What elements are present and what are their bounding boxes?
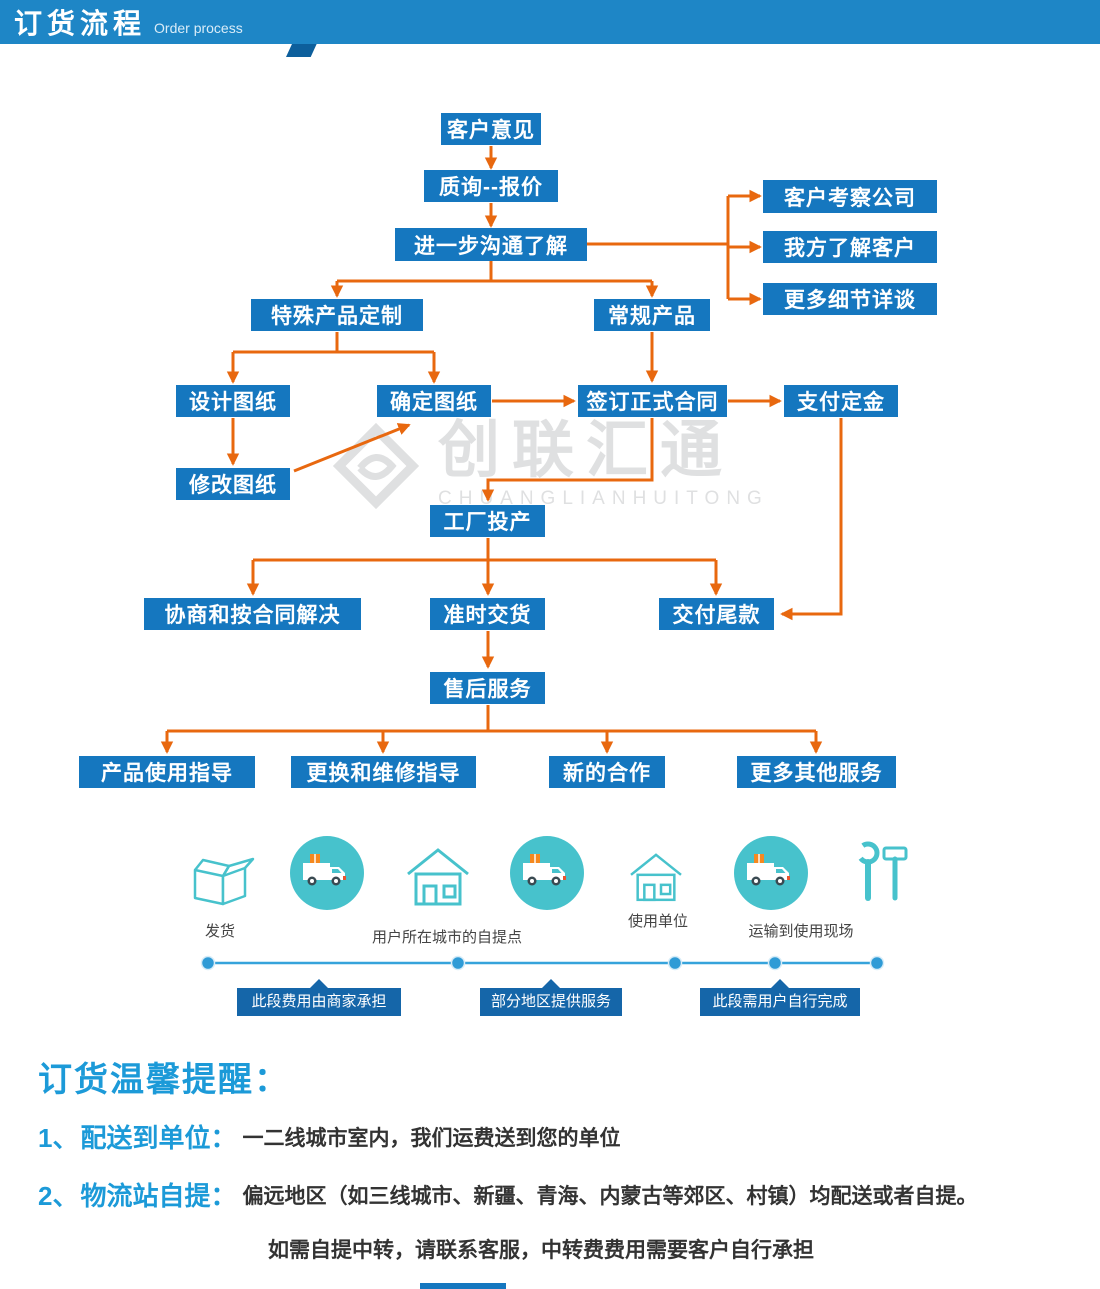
stage-partial-service: 部分地区提供服务 — [480, 979, 622, 1016]
notice-title: 订货温馨提醒： — [38, 1061, 290, 1099]
stage-merchant-pays: 此段费用由商家承担 — [237, 979, 401, 1016]
flow-node-new-cooperation: 新的合作 — [549, 756, 665, 788]
flow-node-further-communication: 进一步沟通了解 — [395, 228, 587, 261]
flow-node-pay-balance: 交付尾款 — [659, 598, 774, 630]
notice-item-label: 物流站自提： — [80, 1181, 237, 1211]
flow-node-replace-repair-guide: 更换和维修指导 — [291, 756, 476, 788]
label-transport-to-site: 运输到使用现场 — [748, 923, 854, 940]
flow-node-special-custom-product: 特殊产品定制 — [251, 299, 423, 331]
flow-node-customer-visit-company: 客户考察公司 — [763, 180, 937, 213]
brand-watermark: 创联汇通 CHUANGLIANHUITONG — [328, 418, 769, 514]
delivery-truck-icon — [510, 836, 584, 915]
notice-item-number: 1、 — [38, 1123, 79, 1153]
delivery-truck-icon — [734, 836, 808, 915]
flow-node-confirm-drawing: 确定图纸 — [377, 385, 491, 417]
page-title: 订货流程 — [14, 8, 147, 39]
notice-item-text: 一二线城市室内，我们运费送到您的单位 — [242, 1126, 621, 1150]
flow-node-pay-deposit: 支付定金 — [784, 385, 898, 417]
flow-node-on-time-delivery: 准时交货 — [430, 598, 545, 630]
house-icon — [402, 842, 474, 915]
flow-node-design-drawing: 设计图纸 — [176, 385, 290, 417]
header-title-group: 订货流程 Order process — [14, 0, 243, 44]
brand-diamond-logo-icon — [332, 422, 420, 510]
flow-node-after-sales-service: 售后服务 — [430, 672, 545, 704]
package-box-icon — [183, 840, 259, 919]
flow-node-more-other-services: 更多其他服务 — [737, 756, 896, 788]
next-section-peek — [420, 1283, 506, 1289]
notice-item-delivery: 1、 配送到单位： 一二线城市室内，我们运费送到您的单位 — [38, 1118, 620, 1155]
delivery-truck-icon — [290, 836, 364, 915]
flow-node-modify-drawing: 修改图纸 — [176, 468, 290, 500]
logistics-timeline — [200, 955, 885, 971]
notice-item-label: 配送到单位： — [80, 1123, 237, 1153]
page-header: 订货流程 Order process — [0, 0, 1100, 44]
brand-name: 创联汇通 — [438, 416, 735, 485]
flow-node-regular-product: 常规产品 — [594, 299, 710, 331]
flow-node-factory-production: 工厂投产 — [430, 505, 545, 537]
stage-user-completes: 此段需用户自行完成 — [700, 979, 860, 1016]
tools-icon — [842, 836, 914, 915]
notice-item-transfer: 如需自提中转，请联系客服，中转费费用需要客户自行承担 — [268, 1239, 814, 1262]
flow-node-negotiate-by-contract: 协商和按合同解决 — [144, 598, 361, 630]
flow-node-sign-contract: 签订正式合同 — [578, 385, 727, 417]
label-pickup-point: 用户所在城市的自提点 — [371, 929, 522, 946]
label-ship: 发货 — [204, 923, 235, 940]
flow-node-inquiry-quote: 质询--报价 — [424, 170, 558, 202]
house-icon — [626, 848, 686, 910]
notice-item-text: 偏远地区（如三线城市、新疆、青海、内蒙古等郊区、村镇）均配送或者自提。 — [242, 1184, 978, 1208]
flow-node-product-usage-guide: 产品使用指导 — [79, 756, 255, 788]
page-subtitle: Order process — [154, 20, 243, 36]
flow-node-customer-feedback: 客户意见 — [441, 113, 541, 145]
label-user-unit: 使用单位 — [627, 913, 688, 930]
notice-item-pickup: 2、 物流站自提： 偏远地区（如三线城市、新疆、青海、内蒙古等郊区、村镇）均配送… — [38, 1176, 977, 1213]
flow-node-more-details-talk: 更多细节详谈 — [763, 283, 937, 315]
flow-node-we-know-customer: 我方了解客户 — [763, 231, 937, 263]
notice-item-number: 2、 — [38, 1181, 79, 1211]
brand-watermark-text: 创联汇通 CHUANGLIANHUITONG — [438, 418, 769, 510]
